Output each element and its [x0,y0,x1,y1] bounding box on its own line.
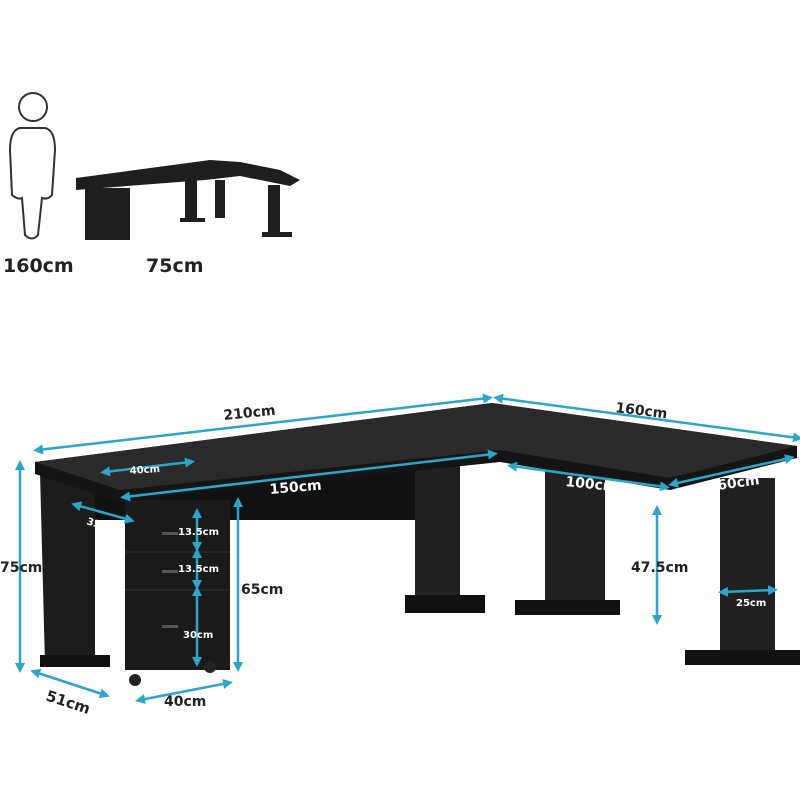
return-length-label: 160cm [615,400,669,422]
top-depth-label: 40cm [129,464,160,477]
return-depth-label: 60cm [716,472,760,494]
l-shaped-desk-image [35,403,800,686]
front-length-label: 150cm [269,478,322,498]
cabinet-width-label: 40cm [164,694,206,710]
drawer-3-label: 30cm [183,630,213,641]
leg-width-label: 25cm [736,598,766,609]
drawer-2-label: 13.5cm [178,564,219,575]
middle-leg [415,455,460,600]
overall-length-label: 210cm [223,403,277,424]
foot-depth-label: 51cm [44,687,93,718]
left-side-panel [40,470,95,665]
small-desk-image [76,160,300,240]
drawer-cabinet [125,500,230,670]
person-height-label: 160cm [3,255,74,277]
knee-clearance-label: 65cm [241,582,283,598]
return-clearance-label: 47.5cm [631,560,688,576]
desk-height-label: 75cm [0,560,42,576]
person-outline-icon [8,92,57,240]
drawer-1-label: 13.5cm [178,527,219,538]
dimension-arrows [15,393,800,704]
small-desk-height-label: 75cm [146,255,204,277]
right-leg [720,478,775,655]
return-inner-label: 100cm [565,474,619,495]
